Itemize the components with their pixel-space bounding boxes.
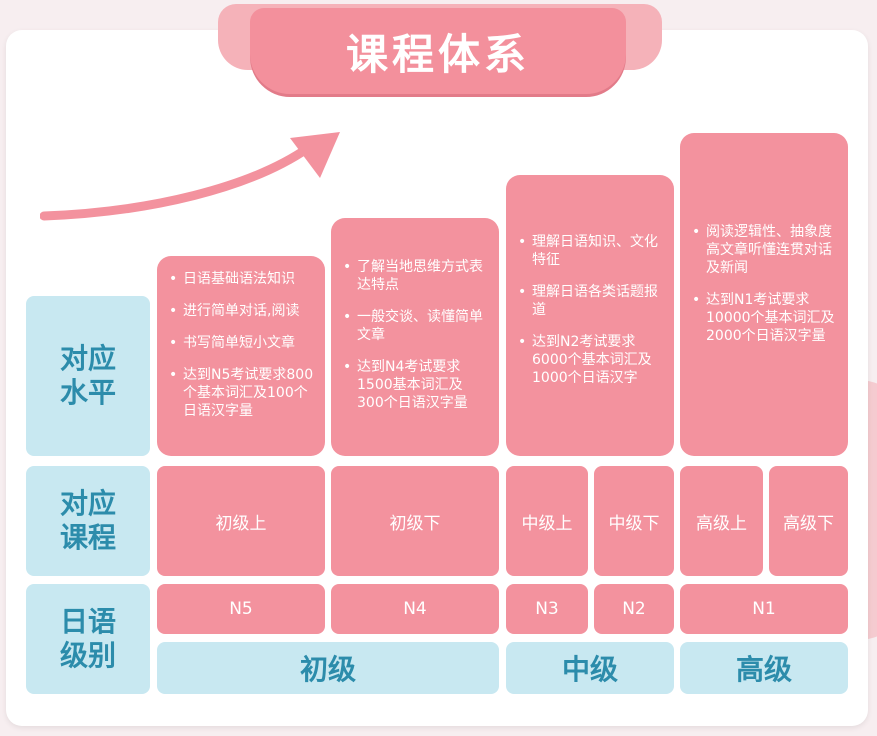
level-item: 达到N1考试要求10000个基本词汇及2000个日语汉字量	[692, 291, 838, 345]
grade-cell: 中级	[506, 642, 674, 694]
row-label-jlpt: 日语 级别	[26, 584, 150, 694]
level-item: 进行简单对话,阅读	[169, 302, 315, 320]
course-cell: 高级上	[680, 466, 763, 576]
growth-arrow-icon	[40, 132, 340, 221]
course-cell: 初级上	[157, 466, 325, 576]
level-box-3: 理解日语知识、文化特征 理解日语各类话题报道 达到N2考试要求6000个基本词汇…	[506, 175, 674, 456]
row-label-course: 对应 课程	[26, 466, 150, 576]
grade-cell: 高级	[680, 642, 848, 694]
grade-cell: 初级	[157, 642, 499, 694]
level-box-1: 日语基础语法知识 进行简单对话,阅读 书写简单短小文章 达到N5考试要求800个…	[157, 256, 325, 456]
jlpt-cell: N3	[506, 584, 588, 634]
level-box-4: 阅读逻辑性、抽象度高文章听懂连贯对话及新闻 达到N1考试要求10000个基本词汇…	[680, 133, 848, 456]
level-item: 达到N2考试要求6000个基本词汇及1000个日语汉字	[518, 333, 664, 387]
jlpt-cell: N5	[157, 584, 325, 634]
level-item: 理解日语知识、文化特征	[518, 233, 664, 269]
level-item: 书写简单短小文章	[169, 334, 315, 352]
page-title: 课程体系	[250, 8, 626, 94]
level-box-2: 了解当地思维方式表达特点 一般交谈、读懂简单文章 达到N4考试要求1500基本词…	[331, 218, 499, 456]
course-cell: 高级下	[769, 466, 848, 576]
level-item: 达到N4考试要求1500基本词汇及300个日语汉字量	[343, 358, 489, 412]
level-item: 理解日语各类话题报道	[518, 283, 664, 319]
course-cell: 中级下	[594, 466, 674, 576]
row-label-level: 对应 水平	[26, 296, 150, 456]
level-item: 一般交谈、读懂简单文章	[343, 308, 489, 344]
jlpt-cell: N4	[331, 584, 499, 634]
jlpt-cell: N2	[594, 584, 674, 634]
level-item: 日语基础语法知识	[169, 270, 315, 288]
course-cell: 初级下	[331, 466, 499, 576]
level-item: 阅读逻辑性、抽象度高文章听懂连贯对话及新闻	[692, 223, 838, 277]
level-item: 达到N5考试要求800个基本词汇及100个日语汉字量	[169, 366, 315, 420]
jlpt-cell: N1	[680, 584, 848, 634]
level-item: 了解当地思维方式表达特点	[343, 258, 489, 294]
course-cell: 中级上	[506, 466, 588, 576]
